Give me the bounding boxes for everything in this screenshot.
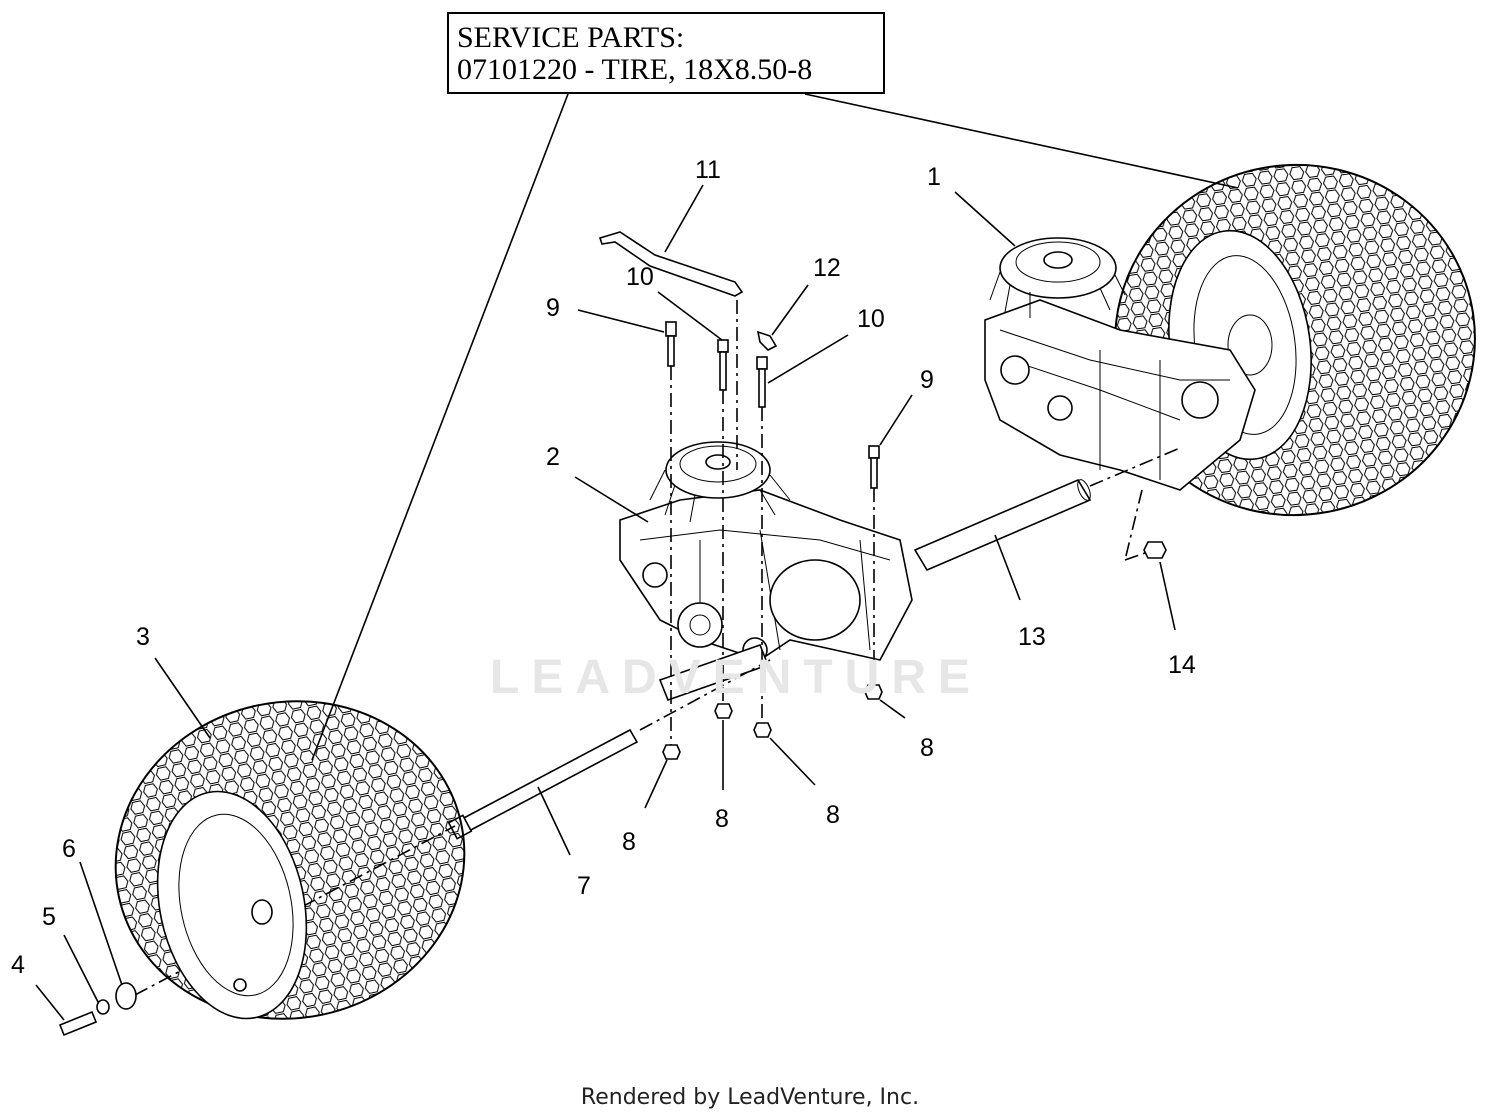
label-7: 7 bbox=[577, 872, 591, 900]
nuts bbox=[662, 541, 1167, 760]
service-parts-callout: SERVICE PARTS: 07101220 - TIRE, 18X8.50-… bbox=[447, 12, 885, 94]
label-9-a: 9 bbox=[546, 294, 560, 322]
label-8-a: 8 bbox=[622, 828, 636, 856]
label-4: 4 bbox=[11, 951, 25, 979]
callout-leader-left bbox=[311, 93, 569, 761]
label-8-c: 8 bbox=[826, 801, 840, 829]
callout-leader-right bbox=[804, 93, 1239, 189]
left-tire bbox=[114, 700, 466, 1020]
leader-lines bbox=[35, 184, 1176, 1021]
label-11: 11 bbox=[695, 156, 721, 184]
label-2: 2 bbox=[546, 443, 560, 471]
wheel-hardware bbox=[58, 982, 137, 1037]
label-10-a: 10 bbox=[626, 263, 654, 291]
label-3: 3 bbox=[136, 623, 150, 651]
left-transmission bbox=[619, 441, 913, 702]
label-8-b: 8 bbox=[715, 805, 729, 833]
label-10-b: 10 bbox=[857, 305, 885, 333]
part-number-labels: 1 2 3 4 5 6 7 8 8 8 8 9 9 10 10 11 12 13… bbox=[11, 156, 1196, 979]
callout-title: SERVICE PARTS: bbox=[457, 21, 685, 54]
right-transmission bbox=[984, 237, 1256, 491]
axle-13 bbox=[913, 447, 1181, 572]
watermark: LEADVENTURE bbox=[490, 651, 983, 704]
callout-part-line: 07101220 - TIRE, 18X8.50-8 bbox=[457, 53, 813, 86]
label-9-b: 9 bbox=[920, 366, 934, 394]
label-13: 13 bbox=[1018, 623, 1046, 651]
label-6: 6 bbox=[62, 835, 76, 863]
label-14: 14 bbox=[1168, 651, 1196, 679]
label-8-d: 8 bbox=[920, 734, 934, 762]
bolts bbox=[665, 300, 1146, 745]
label-1: 1 bbox=[927, 163, 941, 191]
control-rod bbox=[598, 231, 778, 351]
label-5: 5 bbox=[42, 903, 56, 931]
footer-credit: Rendered by LeadVenture, Inc. bbox=[580, 1085, 920, 1110]
label-12: 12 bbox=[813, 254, 841, 282]
